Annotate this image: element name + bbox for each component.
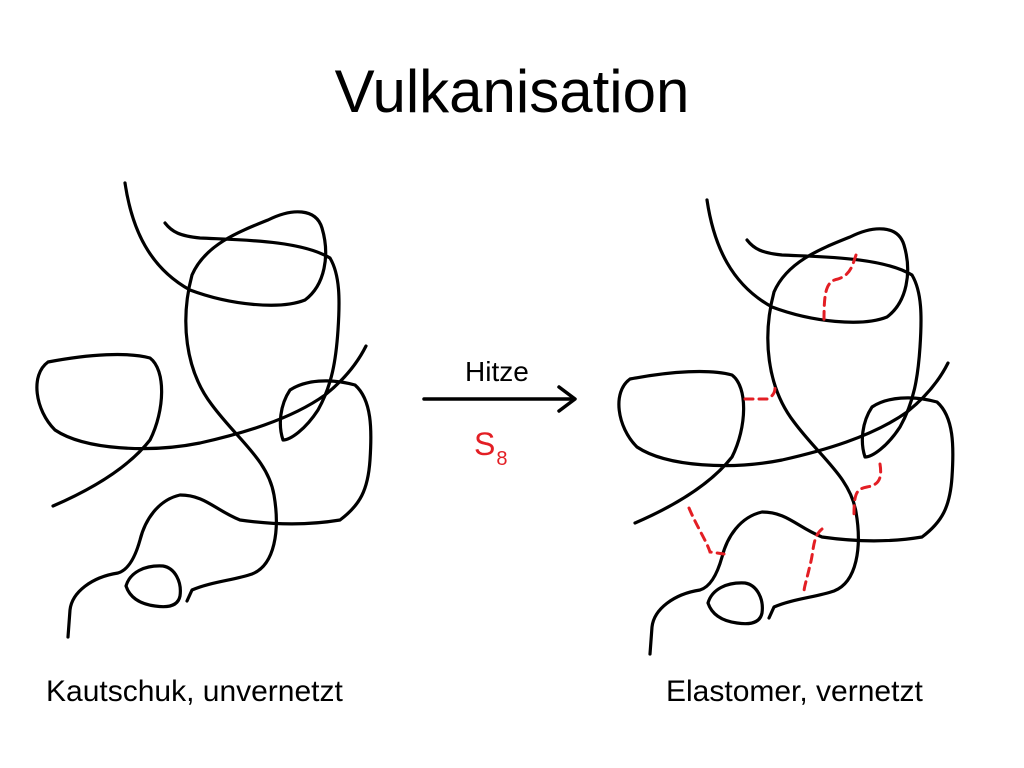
reaction-arrow xyxy=(422,385,577,413)
sulfur-subscript: 8 xyxy=(496,448,508,470)
sulfur-label: S8 xyxy=(474,426,507,470)
uncrosslinked-chains xyxy=(35,181,373,639)
right-caption: Elastomer, vernetzt xyxy=(666,675,923,708)
crosslinked-network xyxy=(617,198,955,656)
crosslinked-chains xyxy=(617,198,955,656)
sulfur-symbol: S xyxy=(474,426,496,462)
page-title: Vulkanisation xyxy=(334,58,690,125)
left-caption: Kautschuk, unvernetzt xyxy=(46,675,343,708)
heat-label: Hitze xyxy=(465,356,529,387)
sulfur-crosslinks xyxy=(687,253,883,594)
